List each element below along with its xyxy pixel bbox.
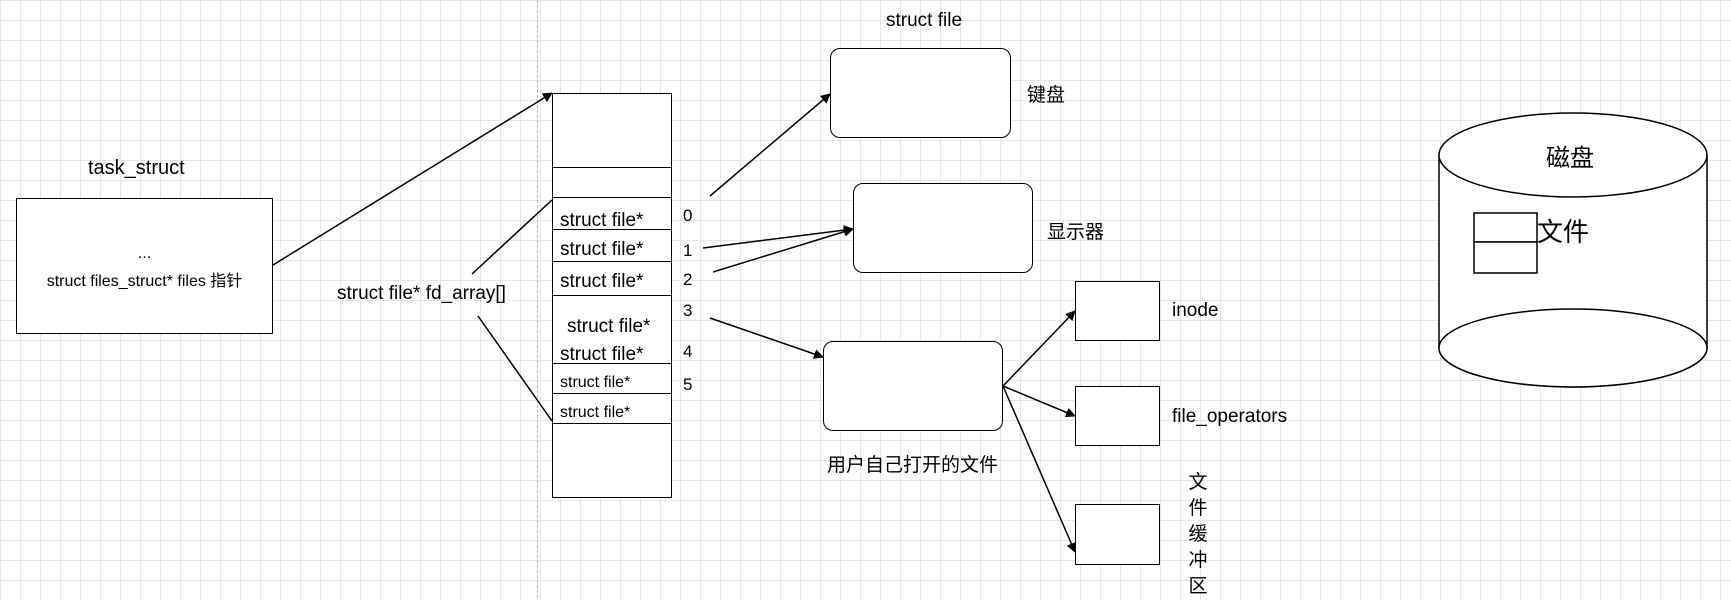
- disk-file-record-top: [1473, 212, 1538, 243]
- user-file-struct-file: [823, 341, 1003, 431]
- monitor-label: 显示器: [1047, 222, 1105, 243]
- fd-index: 3: [683, 301, 693, 320]
- fd3-to-user-file-arrow: [709, 317, 824, 359]
- fd-array-cell: struct file*: [552, 363, 672, 393]
- fd-array-cell: struct file*: [552, 229, 672, 261]
- file-operators-box: [1075, 386, 1160, 446]
- fd-array-cell: struct file*: [552, 261, 672, 295]
- fd1-to-monitor-arrow: [702, 225, 854, 249]
- fd-array-cell: struct file*: [552, 393, 672, 423]
- keyboard-struct-file: [830, 48, 1011, 138]
- fd2-to-monitor-arrow: [712, 226, 854, 273]
- disk-file-record-bottom: [1473, 241, 1538, 274]
- fd-cell-text: struct file*: [567, 316, 651, 337]
- fd-cell-text: struct file*: [560, 239, 644, 260]
- disk-cylinder: [1438, 112, 1708, 388]
- keyboard-label: 键盘: [1027, 85, 1066, 106]
- inode-label: inode: [1172, 300, 1219, 321]
- fd-cell-text: struct file*: [560, 404, 631, 421]
- task-struct-box: ... struct files_struct* files 指针: [16, 198, 273, 334]
- file-buffer-box: [1075, 504, 1160, 565]
- file-buffer-label: 文 件 缓 冲 区: [1186, 470, 1210, 600]
- file-buffer-char: 缓: [1188, 524, 1208, 545]
- user-file-to-file-buffer-arrow: [1002, 385, 1077, 553]
- task-struct-title: task_struct: [88, 157, 185, 179]
- task-to-fd-array-arrow: [272, 92, 553, 266]
- fd-array-blank-cell: [552, 423, 672, 424]
- struct-file-title: struct file: [886, 10, 963, 31]
- disk-file-label: 文件: [1537, 217, 1590, 247]
- fd-label-pointer-top: [471, 199, 553, 275]
- fd0-to-keyboard-arrow: [709, 93, 831, 197]
- fd-array-cell: struct file*: [552, 197, 672, 231]
- task-struct-ellipsis: ...: [137, 245, 152, 262]
- fd-cell-text: struct file*: [560, 210, 644, 231]
- page-guide-line: [537, 0, 538, 598]
- fd-index: 0: [683, 206, 693, 225]
- fd-index: 5: [683, 375, 693, 394]
- user-file-to-inode-arrow: [1002, 310, 1076, 387]
- file-buffer-char: 冲: [1188, 550, 1208, 571]
- fd-label-pointer-bottom: [477, 315, 553, 422]
- file-buffer-char: 文: [1188, 472, 1208, 493]
- fd-cell-text: struct file*: [560, 374, 631, 391]
- fd-index: 1: [683, 241, 693, 260]
- file-buffer-char: 区: [1188, 576, 1208, 597]
- disk-title: 磁盘: [1546, 145, 1594, 172]
- file-buffer-char: 件: [1188, 498, 1208, 519]
- task-struct-files-field: struct files_struct* files 指针: [46, 273, 243, 290]
- fd-cell-text: struct file*: [560, 271, 644, 292]
- fd-index: 2: [683, 270, 693, 289]
- fd-array-cell: struct file*: [552, 295, 672, 363]
- fd-array-blank-cell: [552, 167, 672, 197]
- user-file-to-file-operators-arrow: [1002, 385, 1076, 418]
- fd-cell-text: struct file*: [560, 344, 644, 365]
- file-operators-label: file_operators: [1172, 406, 1288, 427]
- fd-array-label: struct file* fd_array[]: [337, 283, 506, 304]
- monitor-struct-file: [853, 183, 1033, 273]
- user-file-label: 用户自己打开的文件: [827, 455, 999, 476]
- fd-index: 4: [683, 342, 693, 361]
